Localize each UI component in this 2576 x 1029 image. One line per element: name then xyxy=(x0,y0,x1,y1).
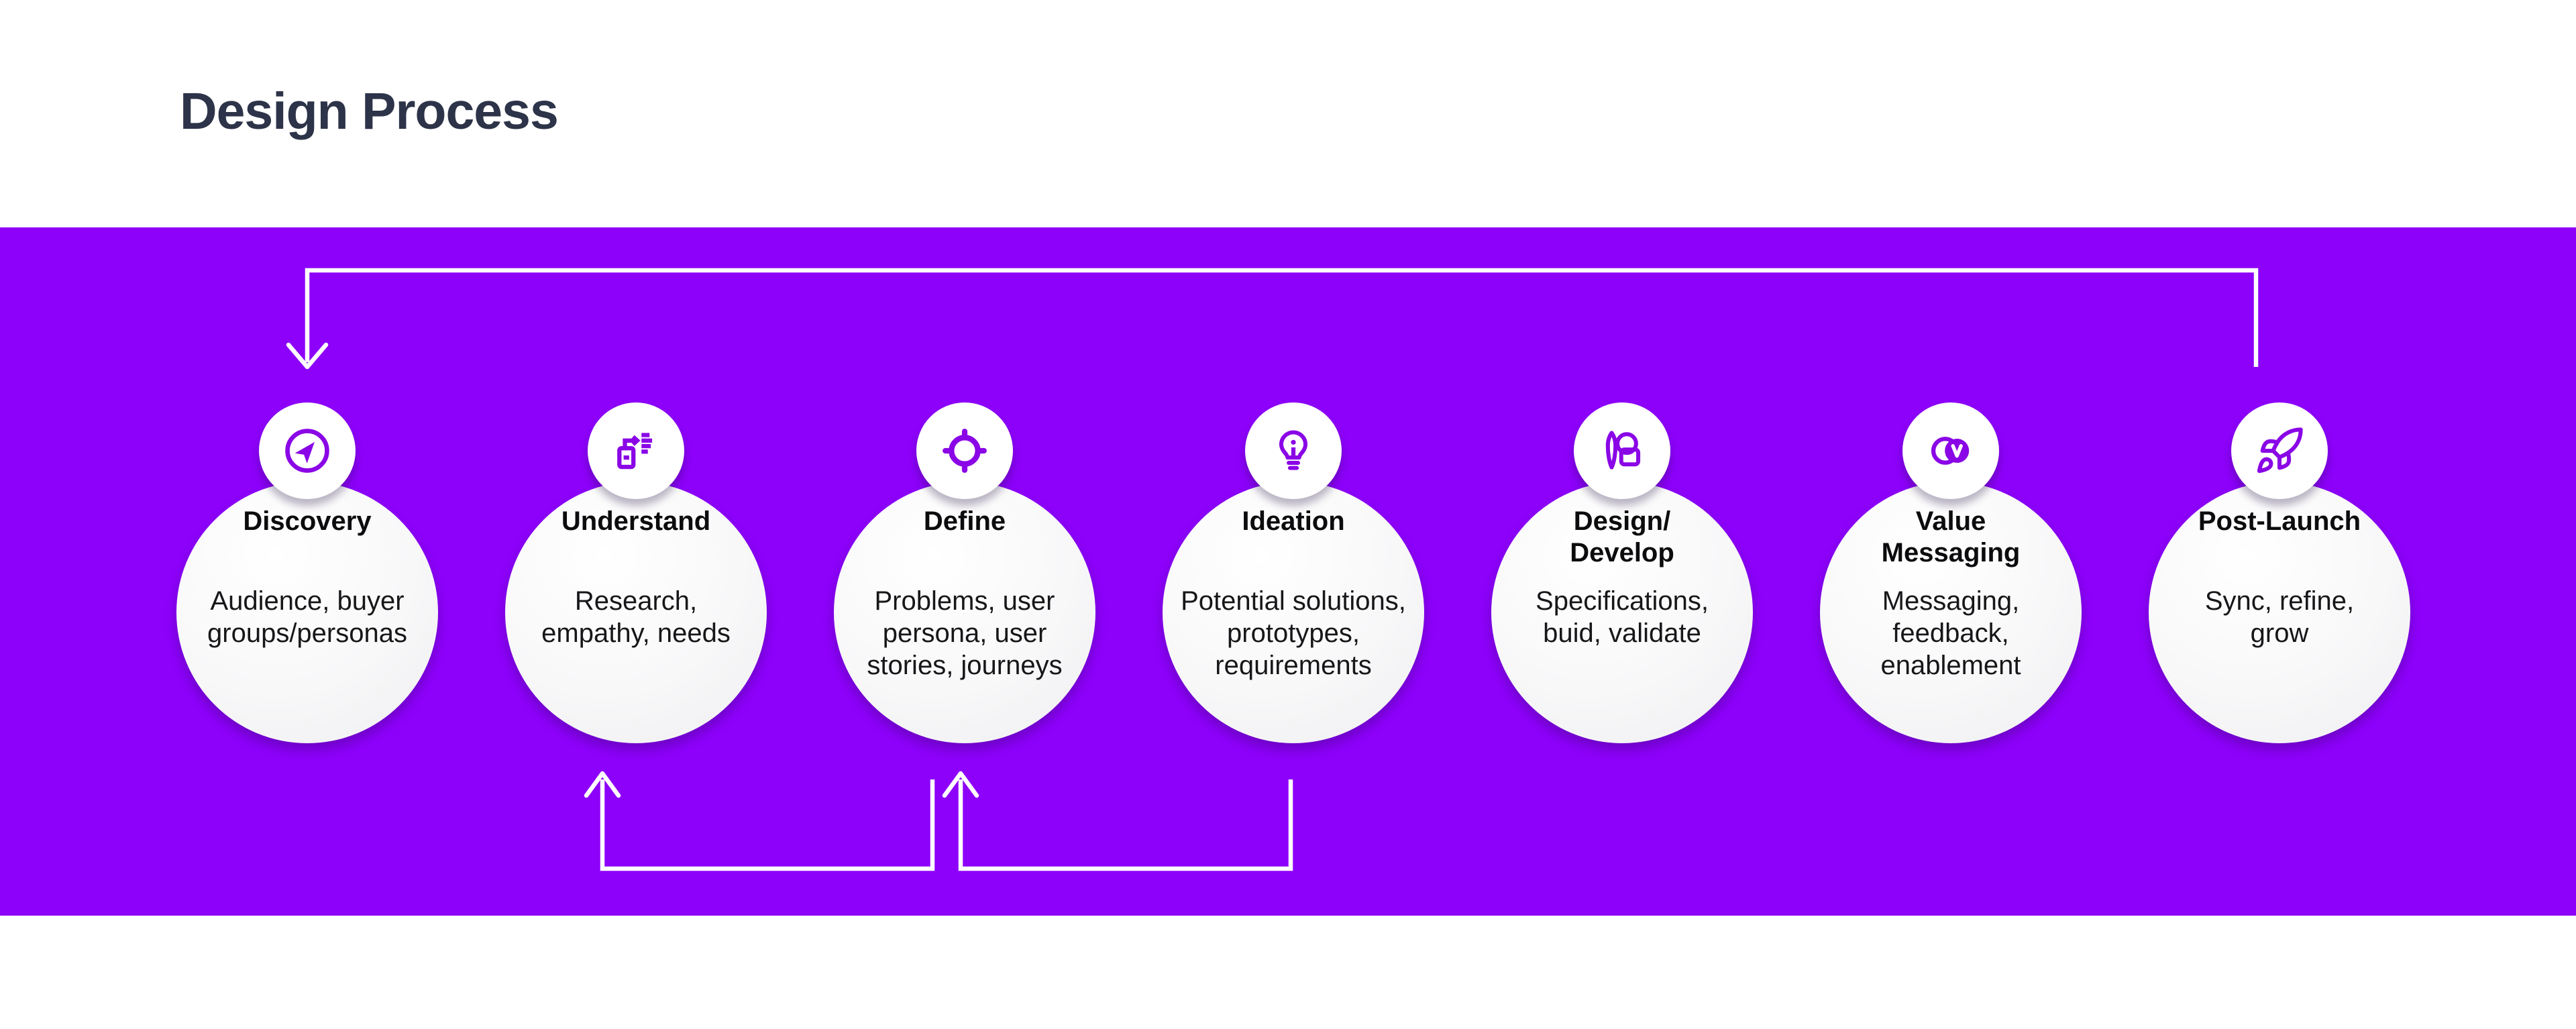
step-icon-badge xyxy=(588,402,684,499)
venn-v-icon xyxy=(1931,437,1970,465)
step-label: Discovery xyxy=(243,506,372,536)
step-description: Research, empathy, needs xyxy=(541,586,731,648)
step-icon-badge xyxy=(1902,402,1999,499)
step-description: Problems, user persona, user stories, jo… xyxy=(867,586,1063,680)
design-tools-icon xyxy=(1605,431,1641,470)
step-icon-badge xyxy=(2231,402,2328,499)
rocket-icon xyxy=(2257,427,2303,474)
step-label: Value Messaging xyxy=(1881,506,2021,567)
step-icon-badge xyxy=(916,402,1013,499)
step-icon-badge xyxy=(259,402,356,499)
target-icon xyxy=(943,429,987,473)
step-icon-badge xyxy=(1574,402,1670,499)
step-description: Messaging, feedback, enablement xyxy=(1880,586,2021,680)
lightbulb-icon xyxy=(1279,430,1308,470)
document-list-icon xyxy=(617,433,653,470)
step-label: Post-Launch xyxy=(2198,506,2361,536)
step-description: Audience, buyer groups/personas xyxy=(207,586,407,648)
step-description: Specifications, buid, validate xyxy=(1536,586,1709,648)
step-label: Design/ Develop xyxy=(1570,506,1674,567)
compass-icon xyxy=(285,429,329,473)
step-label: Define xyxy=(923,506,1006,536)
step-label: Understand xyxy=(561,506,711,536)
step-icon-badge xyxy=(1245,402,1342,499)
step-label: Ideation xyxy=(1242,506,1345,536)
step-description: Potential solutions, prototypes, require… xyxy=(1181,586,1406,680)
page-title: Design Process xyxy=(180,83,559,140)
step-description: Sync, refine, grow xyxy=(2204,586,2355,648)
